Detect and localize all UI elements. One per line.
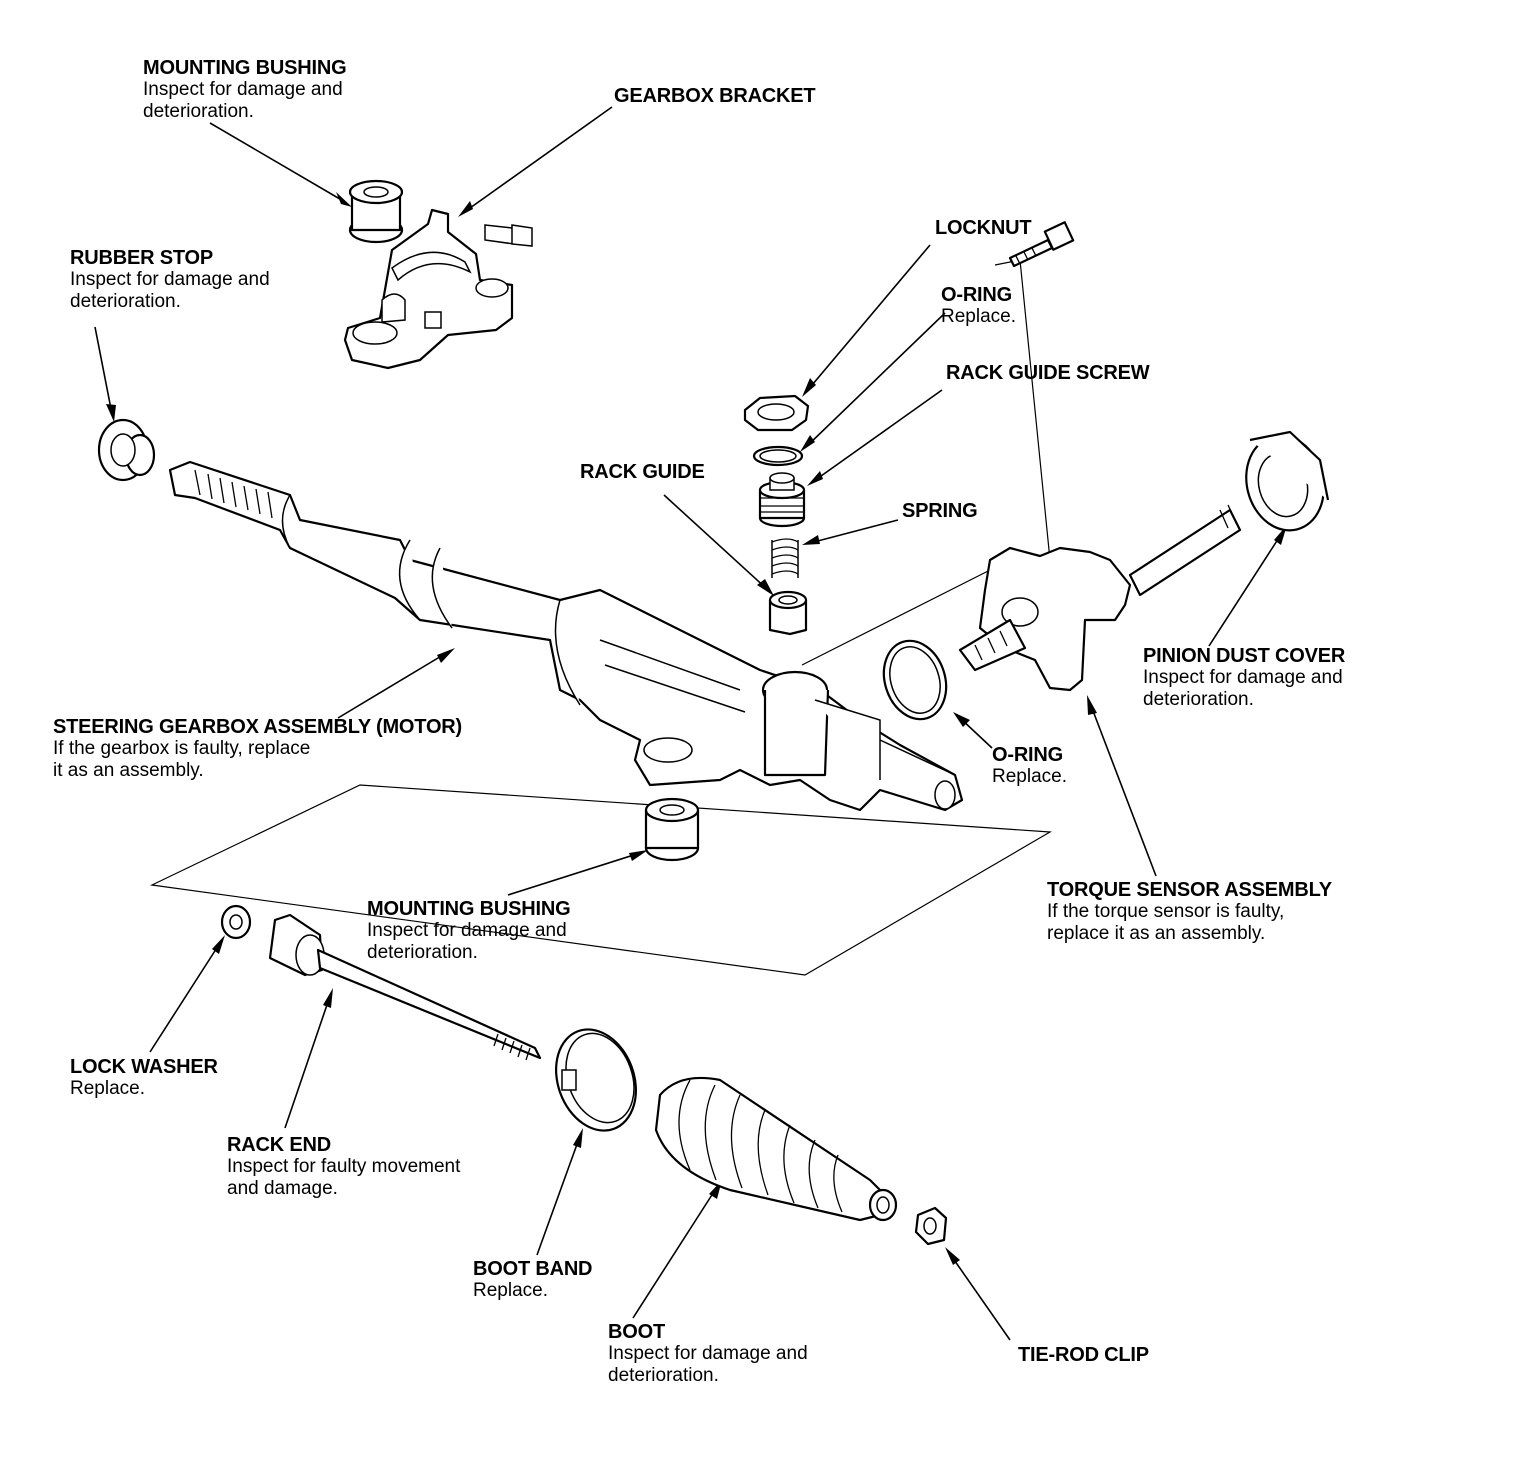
rubber-stop-part (97, 418, 156, 482)
o-ring-lower-part (882, 639, 948, 721)
callout-note: Inspect for faulty movement and damage. (227, 1156, 461, 1199)
callout-locknut: LOCKNUT (935, 217, 1032, 239)
mounting-bushing-bottom-part (644, 797, 700, 862)
callout-note: Inspect for damage and deterioration. (608, 1343, 808, 1386)
callout-name: LOCKNUT (935, 217, 1032, 239)
callout-spring: SPRING (902, 500, 978, 522)
callout-name: RACK GUIDE SCREW (946, 362, 1150, 384)
rack-guide-part (768, 590, 808, 636)
callout-rubber-stop: RUBBER STOP Inspect for damage and deter… (70, 247, 270, 313)
callout-pinion-dust-cover: PINION DUST COVER Inspect for damage and… (1143, 645, 1345, 711)
callout-mounting-bushing-bottom: MOUNTING BUSHING Inspect for damage and … (367, 898, 571, 964)
callout-name: MOUNTING BUSHING (367, 898, 571, 920)
callout-note: Replace. (941, 306, 1016, 327)
callout-name: BOOT BAND (473, 1258, 593, 1280)
callout-name: GEARBOX BRACKET (614, 85, 816, 107)
lock-washer-part (220, 904, 252, 940)
pinion-dust-cover-part (1245, 430, 1330, 532)
callout-note: Inspect for damage and deterioration. (367, 920, 567, 963)
callout-note: Inspect for damage and deterioration. (70, 269, 270, 312)
callout-name: SPRING (902, 500, 978, 522)
steering-gearbox-part (168, 460, 964, 812)
torque-sensor-part (958, 504, 1242, 692)
callout-note: Inspect for damage and deterioration. (1143, 667, 1343, 710)
leader-lines (94, 106, 1287, 1341)
callout-torque-sensor: TORQUE SENSOR ASSEMBLY If the torque sen… (1047, 879, 1332, 945)
torque-sensor-bolt-part (1008, 221, 1075, 268)
callout-name: LOCK WASHER (70, 1056, 218, 1078)
callout-name: O-RING (941, 284, 1013, 306)
callout-steering-gearbox: STEERING GEARBOX ASSEMBLY (MOTOR) If the… (53, 716, 462, 782)
mounting-bushing-top-part (348, 179, 404, 244)
gearbox-bracket-part (343, 208, 533, 370)
callout-note: Replace. (70, 1078, 145, 1099)
callout-name: BOOT (608, 1321, 665, 1343)
boot-band-part (555, 1028, 637, 1132)
callout-o-ring-upper: O-RING Replace. (941, 284, 1016, 328)
callout-note: Replace. (992, 766, 1067, 787)
callout-name: PINION DUST COVER (1143, 645, 1346, 667)
callout-lock-washer: LOCK WASHER Replace. (70, 1056, 218, 1100)
callout-name: TORQUE SENSOR ASSEMBLY (1047, 879, 1332, 901)
callout-tie-rod-clip: TIE-ROD CLIP (1018, 1344, 1149, 1366)
callout-name: STEERING GEARBOX ASSEMBLY (MOTOR) (53, 716, 463, 738)
callout-boot: BOOT Inspect for damage and deterioratio… (608, 1321, 808, 1387)
spring-part (771, 538, 799, 578)
rack-end-part (268, 913, 542, 1061)
callout-note: Replace. (473, 1280, 548, 1301)
callout-rack-guide-screw: RACK GUIDE SCREW (946, 362, 1150, 384)
callout-name: TIE-ROD CLIP (1018, 1344, 1149, 1366)
callout-boot-band: BOOT BAND Replace. (473, 1258, 593, 1302)
callout-name: RACK END (227, 1134, 331, 1156)
callout-gearbox-bracket: GEARBOX BRACKET (614, 85, 816, 107)
callout-note: If the gearbox is faulty, replace it as … (53, 738, 311, 781)
boot-part (654, 1076, 898, 1222)
o-ring-upper-part (752, 445, 804, 467)
tie-rod-clip-part (914, 1206, 948, 1246)
callout-mounting-bushing-top: MOUNTING BUSHING Inspect for damage and … (143, 57, 347, 123)
callout-name: RUBBER STOP (70, 247, 214, 269)
callout-name: MOUNTING BUSHING (143, 57, 347, 79)
callout-rack-end: RACK END Inspect for faulty movement and… (227, 1134, 460, 1200)
rack-guide-screw-part (758, 472, 806, 528)
callout-name: O-RING (992, 744, 1064, 766)
callout-note: If the torque sensor is faulty, replace … (1047, 901, 1285, 944)
locknut-part (743, 394, 810, 432)
callout-rack-guide: RACK GUIDE (580, 461, 705, 483)
callout-name: RACK GUIDE (580, 461, 705, 483)
callout-o-ring-lower: O-RING Replace. (992, 744, 1067, 788)
callout-note: Inspect for damage and deterioration. (143, 79, 343, 122)
